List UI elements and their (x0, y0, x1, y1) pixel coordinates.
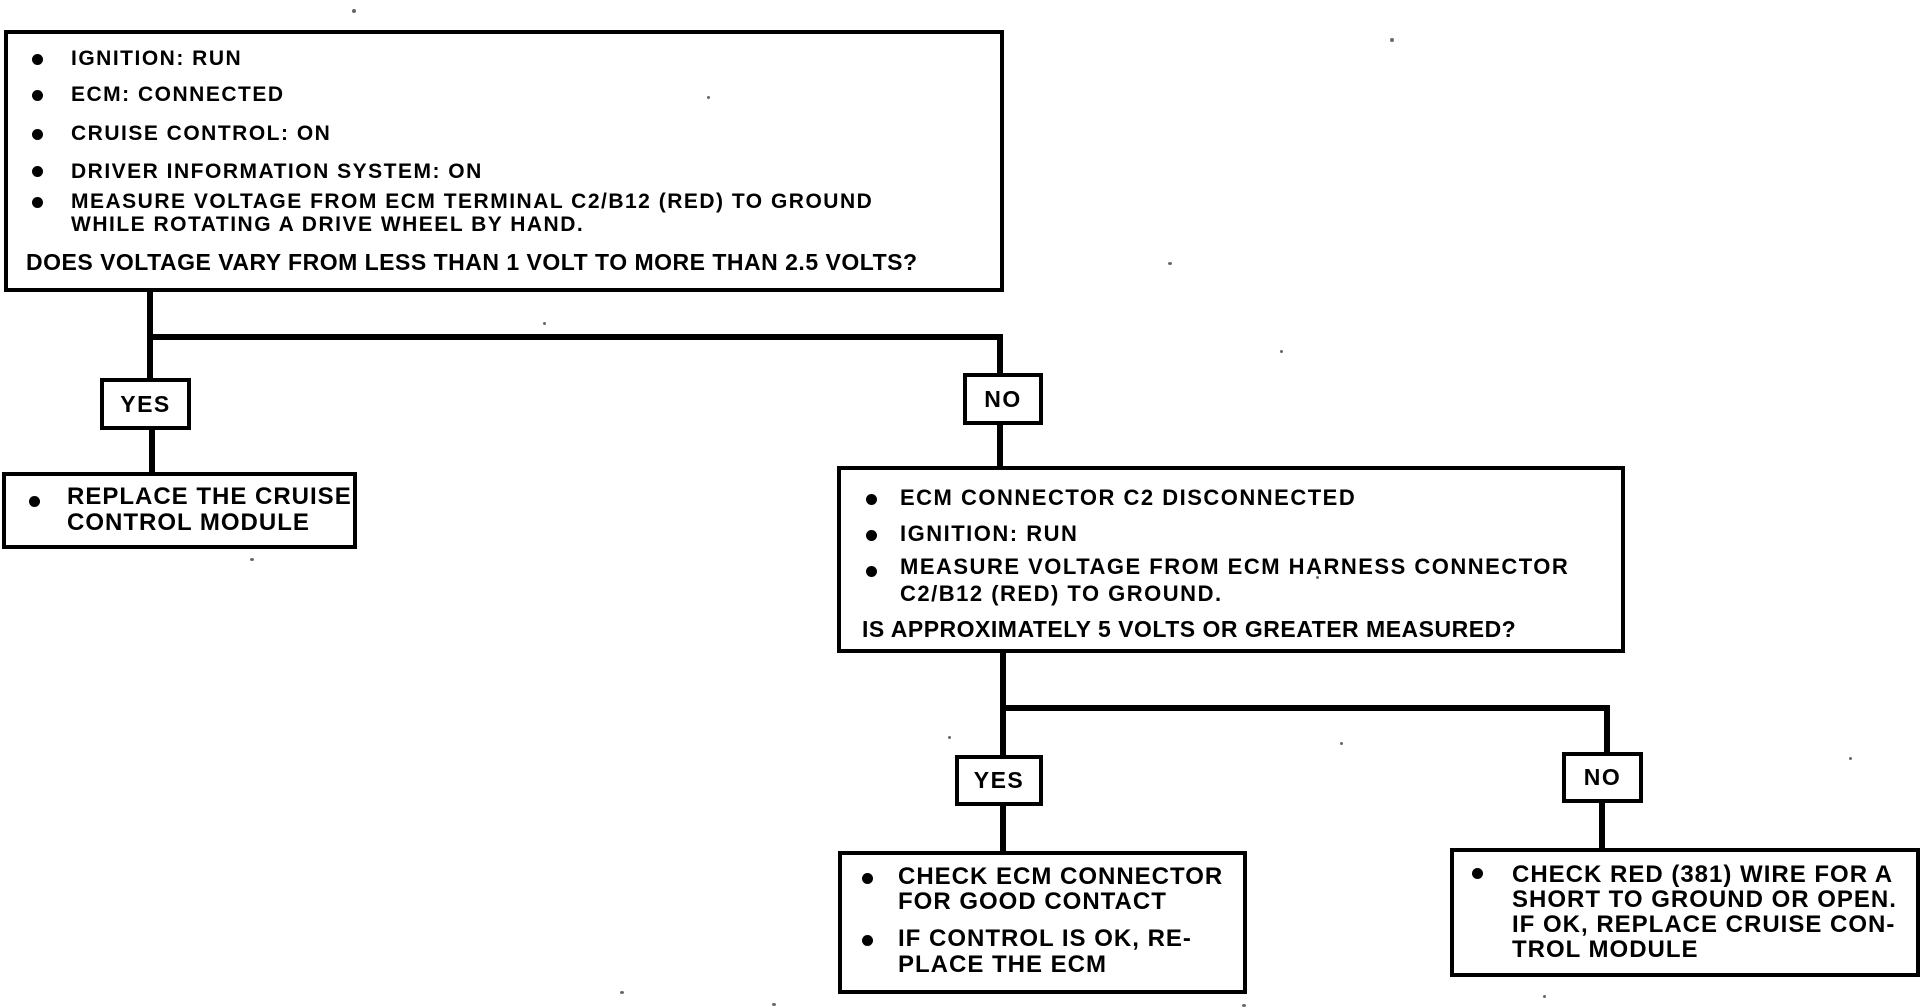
connector-branch1-horizontal (147, 334, 1003, 340)
replace-module-line2: CONTROL MODULE (67, 509, 310, 536)
bullet-icon (32, 166, 43, 177)
harness-bullet-measure-line1: MEASURE VOLTAGE FROM ECM HARNESS CONNECT… (900, 554, 1570, 579)
check-ecm-box: CHECK ECM CONNECTOR FOR GOOD CONTACT IF … (838, 851, 1247, 994)
connector-branch2-horizontal (1000, 705, 1610, 711)
scan-speckle (250, 558, 254, 561)
start-bullet-ignition: IGNITION: RUN (71, 47, 243, 70)
yes1-label: YES (120, 390, 171, 417)
start-condition-box: IGNITION: RUN ECM: CONNECTED CRUISE CONT… (4, 30, 1004, 292)
start-bullet-ecm: ECM: CONNECTED (71, 83, 285, 106)
replace-module-box: REPLACE THE CRUISE CONTROL MODULE (2, 472, 357, 549)
connector-yes2-to-check-ecm (1000, 806, 1006, 851)
harness-bullet-disconnected: ECM CONNECTOR C2 DISCONNECTED (900, 485, 1357, 510)
start-bullet-measure-line2: WHILE ROTATING A DRIVE WHEEL BY HAND. (71, 213, 585, 236)
no1-label: NO (984, 385, 1022, 412)
bullet-icon (866, 494, 877, 505)
scan-speckle (1280, 350, 1283, 353)
no2-label: NO (1583, 764, 1622, 790)
scan-speckle (1543, 995, 1546, 998)
scan-speckle (1340, 742, 1343, 745)
check-ecm-line1: CHECK ECM CONNECTOR (898, 863, 1224, 890)
harness-question: IS APPROXIMATELY 5 VOLTS OR GREATER MEAS… (862, 616, 1517, 642)
connector-yes1-to-replace (149, 430, 155, 472)
scan-speckle (352, 9, 356, 13)
scan-speckle (948, 736, 951, 739)
bullet-icon (862, 873, 873, 884)
connector-branch2-to-no2 (1604, 711, 1610, 752)
scan-speckle (1390, 38, 1394, 42)
check-red-wire-box: CHECK RED (381) WIRE FOR A SHORT TO GROU… (1450, 848, 1920, 977)
check-harness-box: ECM CONNECTOR C2 DISCONNECTED IGNITION: … (837, 466, 1625, 653)
yes2-label: YES (973, 767, 1025, 793)
check-red-line4: TROL MODULE (1512, 936, 1699, 963)
bullet-icon (32, 197, 43, 208)
connector-branch1-to-no1 (997, 334, 1003, 373)
bullet-icon (32, 54, 43, 65)
check-ecm-line3: IF CONTROL IS OK, RE- (898, 925, 1192, 952)
yes1-label-box: YES (100, 378, 191, 430)
start-question: DOES VOLTAGE VARY FROM LESS THAN 1 VOLT … (26, 249, 918, 275)
scan-speckle (1168, 262, 1172, 265)
no1-label-box: NO (963, 373, 1043, 425)
check-ecm-line2: FOR GOOD CONTACT (898, 888, 1167, 915)
start-bullet-driver-info: DRIVER INFORMATION SYSTEM: ON (71, 160, 483, 183)
yes2-label-box: YES (955, 755, 1043, 806)
bullet-icon (32, 129, 43, 140)
scan-speckle (1849, 757, 1852, 760)
bullet-icon (29, 496, 40, 507)
harness-bullet-ignition: IGNITION: RUN (900, 521, 1079, 546)
start-bullet-cruise: CRUISE CONTROL: ON (71, 122, 332, 145)
scan-speckle (1242, 1004, 1246, 1007)
check-red-line2: SHORT TO GROUND OR OPEN. (1512, 886, 1897, 913)
scan-speckle (543, 322, 546, 325)
no2-label-box: NO (1562, 752, 1643, 803)
bullet-icon (32, 90, 43, 101)
scan-speckle (772, 1003, 776, 1006)
replace-module-line1: REPLACE THE CRUISE (67, 483, 352, 510)
connector-harness-to-yes2 (1000, 653, 1006, 755)
check-red-line1: CHECK RED (381) WIRE FOR A (1512, 861, 1894, 888)
harness-bullet-measure-line2: C2/B12 (RED) TO GROUND. (900, 581, 1223, 606)
connector-no1-to-check-harness (997, 425, 1003, 466)
bullet-icon (1472, 868, 1483, 879)
start-bullet-measure-line1: MEASURE VOLTAGE FROM ECM TERMINAL C2/B12… (71, 190, 874, 213)
check-ecm-line4: PLACE THE ECM (898, 951, 1108, 978)
scan-speckle (1316, 576, 1319, 579)
connector-no2-to-check-red (1599, 803, 1605, 848)
bullet-icon (866, 566, 877, 577)
bullet-icon (866, 530, 877, 541)
bullet-icon (862, 935, 873, 946)
scan-speckle (620, 991, 624, 994)
check-red-line3: IF OK, REPLACE CRUISE CON- (1512, 911, 1896, 938)
scan-speckle (707, 96, 710, 99)
